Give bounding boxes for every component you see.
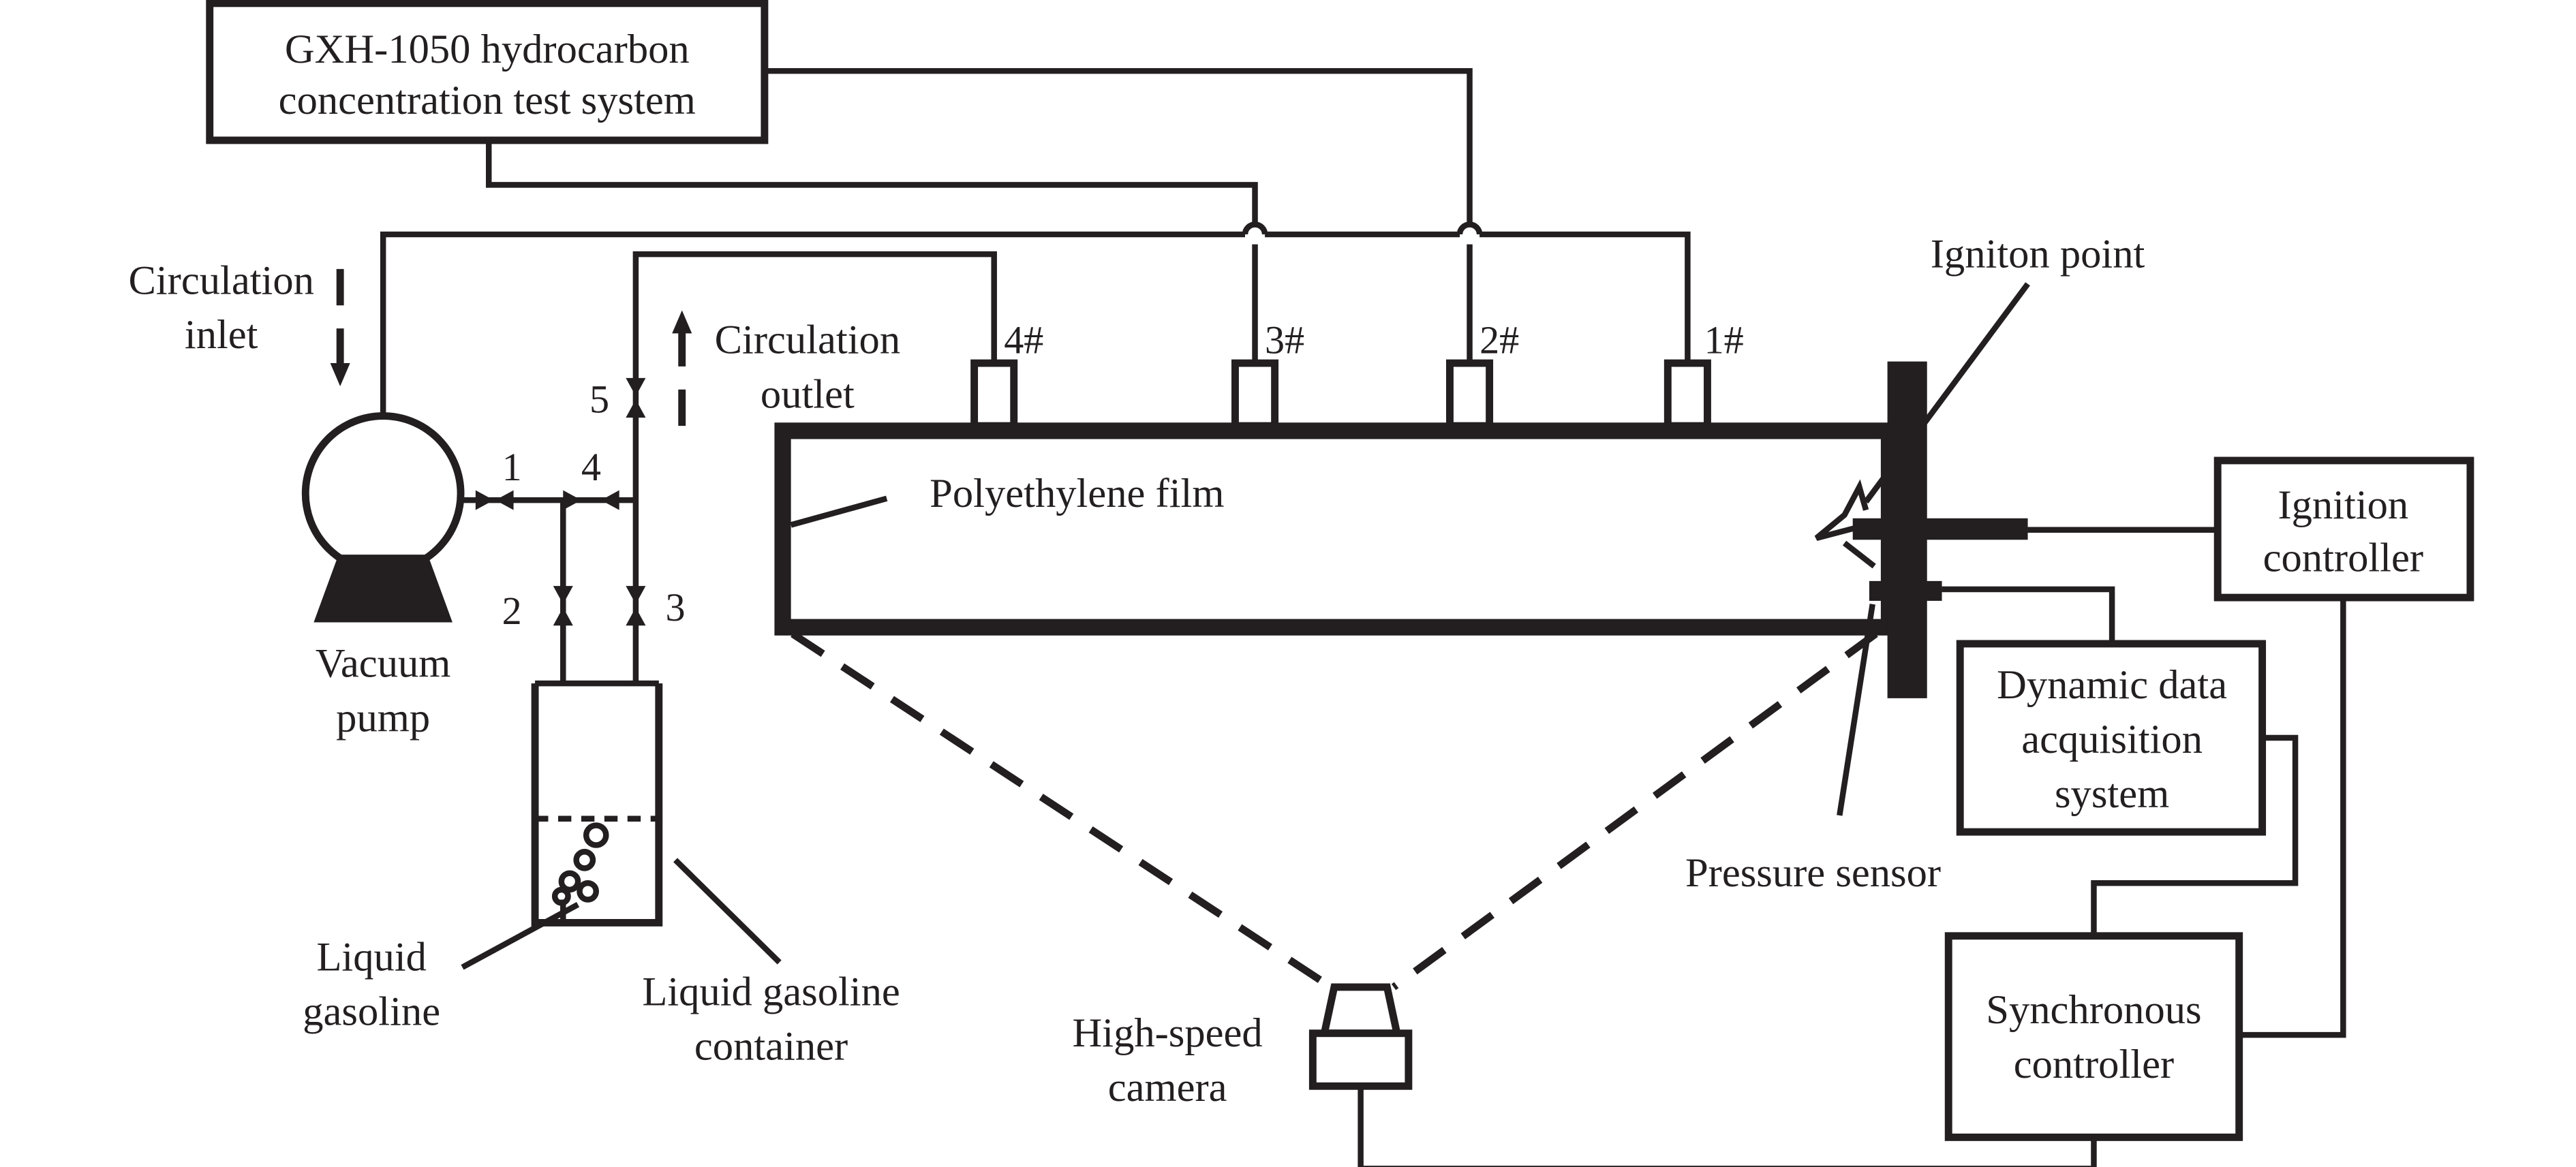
camera-body-icon	[1308, 1029, 1413, 1090]
high-speed-camera: High-speed camera	[791, 630, 1878, 1110]
port-label-1: 1#	[1704, 318, 1744, 362]
liquid-gasoline-line1: Liquid	[316, 935, 427, 980]
pressure-sensor: Pressure sensor	[1685, 580, 2115, 896]
circulation-inlet: Circulation inlet	[128, 258, 350, 386]
igniter: Igniton point	[1814, 232, 2218, 569]
daq-line3: system	[2055, 771, 2169, 817]
sync-line2: controller	[2014, 1042, 2174, 1087]
synchronous-controller: Synchronous controller	[1358, 932, 2243, 1167]
vacuum-pump-icon	[301, 412, 465, 575]
port-2	[1446, 359, 1494, 430]
igniter-rod	[1852, 518, 2028, 540]
sync-line1: Synchronous	[1986, 987, 2201, 1033]
valve-label-1: 1	[502, 445, 522, 489]
circ-outlet-line1: Circulation	[715, 317, 900, 363]
bubble-icon	[583, 822, 609, 848]
gxh-label-line1: GXH-1050 hydrocarbon	[285, 27, 690, 72]
camera-label-line2: camera	[1108, 1065, 1227, 1110]
inlet-arrow-icon	[330, 363, 350, 386]
daq-line1: Dynamic data	[1997, 662, 2227, 708]
ignition-ctrl-line2: controller	[2263, 535, 2423, 580]
valve-4-icon	[563, 490, 581, 510]
sampling-lines	[380, 67, 1691, 418]
vacuum-pump: Vacuum pump	[301, 412, 465, 741]
circ-inlet-line2: inlet	[185, 312, 258, 358]
valve-label-5: 5	[589, 377, 609, 422]
explosion-duct: Polyethylene film	[774, 361, 1927, 698]
circulation-outlet: Circulation outlet	[672, 310, 900, 426]
dynamic-data-acquisition: Dynamic data acquisition system	[1956, 640, 2299, 936]
vacuum-label-line1: Vacuum	[316, 640, 450, 686]
pressure-sensor-icon	[1869, 580, 1942, 601]
valve-2-icon	[553, 586, 573, 604]
ignition-point-label: Igniton point	[1931, 232, 2145, 277]
container-label-line2: container	[694, 1024, 848, 1070]
container-label-line1: Liquid gasoline	[642, 969, 900, 1015]
vacuum-label-line2: pump	[336, 695, 430, 741]
pressure-sensor-label: Pressure sensor	[1685, 850, 1941, 896]
sample-ports: 4# 3# 2# 1#	[970, 318, 1744, 430]
port-label-4: 4#	[1004, 318, 1043, 362]
port-4	[970, 359, 1018, 430]
spark-icon	[1814, 479, 1869, 541]
valve-3-icon	[626, 586, 646, 604]
film-label: Polyethylene film	[930, 471, 1224, 516]
port-label-3: 3#	[1265, 318, 1304, 362]
circ-outlet-line2: outlet	[761, 371, 855, 417]
valve-1-icon	[475, 490, 494, 510]
camera-lens-icon	[1319, 983, 1402, 1038]
circ-inlet-line1: Circulation	[128, 258, 313, 303]
valve-label-2: 2	[502, 589, 522, 633]
port-3	[1231, 359, 1279, 430]
daq-line2: acquisition	[2021, 717, 2203, 762]
port-label-2: 2#	[1479, 318, 1519, 362]
camera-label-line1: High-speed	[1073, 1010, 1263, 1056]
outlet-arrow-icon	[672, 310, 692, 334]
ignition-controller: Ignition controller	[2213, 456, 2474, 1038]
valve-5-icon	[626, 377, 646, 396]
valve-label-4: 4	[581, 445, 601, 489]
ignition-ctrl-line1: Ignition	[2278, 482, 2408, 528]
gxh-label-line2: concentration test system	[279, 78, 696, 123]
valve-label-3: 3	[665, 585, 685, 629]
liquid-gasoline-line2: gasoline	[303, 989, 440, 1035]
liquid-gasoline-container: Liquid gasoline Liquid gasoline containe…	[303, 680, 900, 1070]
port-1	[1663, 359, 1711, 430]
gxh-test-system: GXH-1050 hydrocarbon concentration test …	[206, 0, 769, 144]
